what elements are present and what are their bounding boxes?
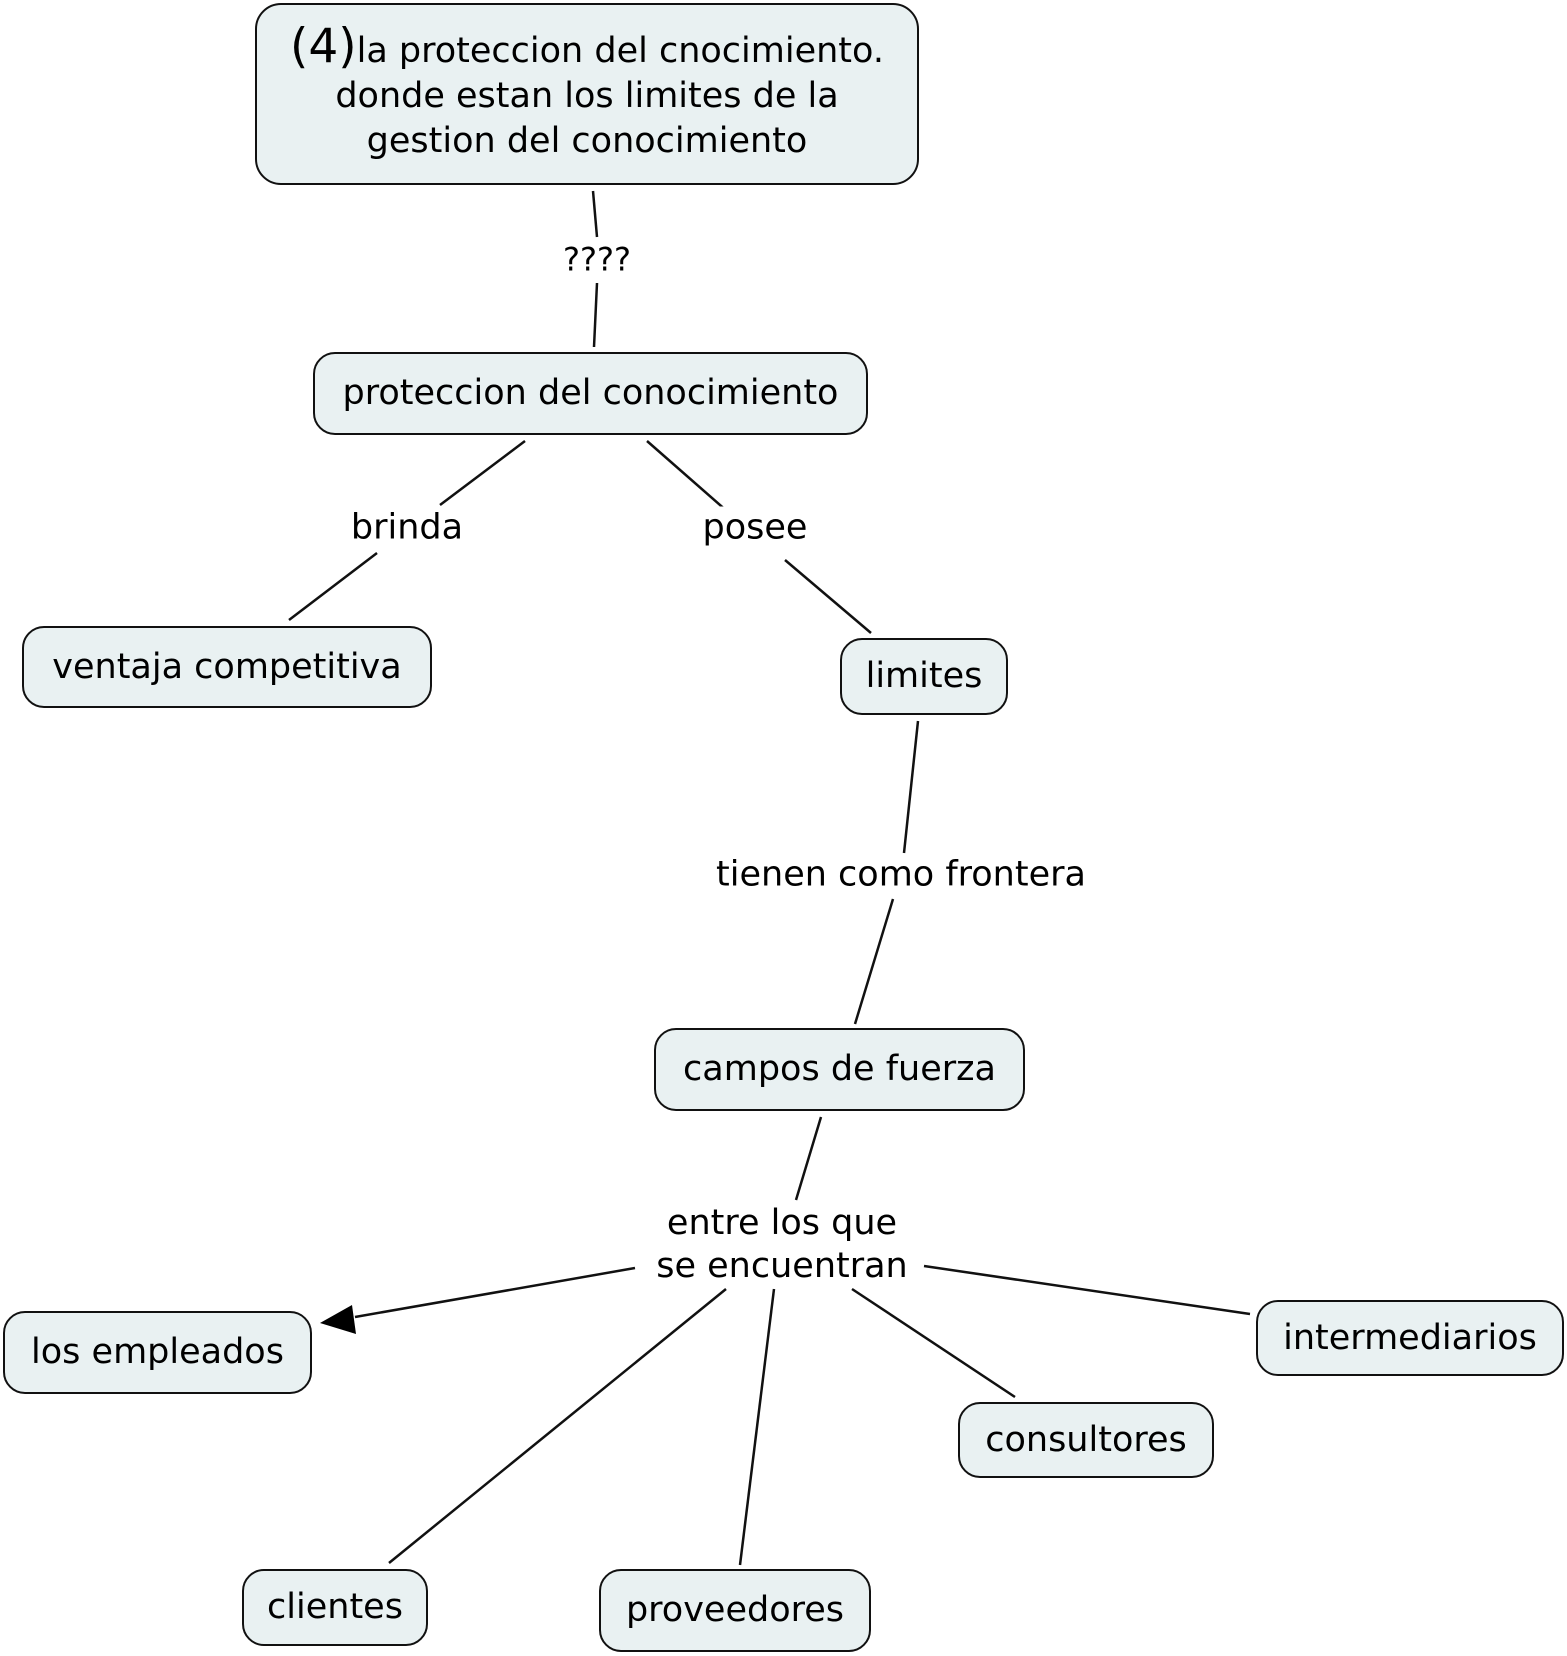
link-limites-frontera: [902, 720, 920, 854]
link-label-brinda: brinda: [344, 506, 470, 550]
link-entre-empleados: [354, 1266, 636, 1319]
link-root-q: [591, 190, 599, 238]
link-label-tienen-como-frontera: tienen como frontera: [710, 853, 1092, 897]
arrowhead-icon: [320, 1305, 356, 1334]
link-campos-entre: [794, 1116, 823, 1201]
node-ventaja-competitiva[interactable]: ventaja competitiva: [22, 626, 432, 708]
link-label-entre-line1: entre los que: [666, 1203, 898, 1243]
link-proteccion-posee: [646, 440, 729, 513]
node-los-empleados[interactable]: los empleados: [3, 1311, 312, 1394]
node-campos-de-fuerza[interactable]: campos de fuerza: [654, 1028, 1025, 1111]
node-clientes[interactable]: clientes: [242, 1569, 428, 1646]
root-topic-node[interactable]: (4)la proteccion del cnocimiento. donde …: [255, 3, 919, 185]
node-consultores[interactable]: consultores: [958, 1402, 1214, 1478]
node-proveedores[interactable]: proveedores: [599, 1569, 871, 1652]
link-brinda-ventaja: [288, 552, 378, 621]
link-entre-consultores: [851, 1287, 1016, 1399]
root-topic-line3: gestion del conocimiento: [366, 121, 808, 161]
root-topic-prefix: (4): [290, 19, 357, 74]
link-label-posee: posee: [696, 506, 814, 550]
link-frontera-campos: [853, 898, 895, 1025]
link-label-question: ????: [557, 238, 637, 282]
link-proteccion-brinda: [439, 440, 526, 506]
link-label-entre-line2: se encuentran: [656, 1246, 908, 1286]
node-proteccion-del-conocimiento[interactable]: proteccion del conocimiento: [313, 352, 868, 435]
node-limites[interactable]: limites: [840, 638, 1008, 715]
node-intermediarios[interactable]: intermediarios: [1256, 1300, 1564, 1376]
root-topic-line2: donde estan los limites de la: [335, 76, 839, 116]
link-entre-clientes: [388, 1288, 727, 1564]
link-q-proteccion: [592, 282, 599, 348]
link-label-entre-los-que: entre los que se encuentran: [650, 1202, 914, 1288]
link-posee-limites: [784, 559, 872, 634]
link-entre-proveedores: [738, 1288, 776, 1566]
root-topic-line1: (4)la proteccion del cnocimiento.: [290, 19, 884, 74]
link-entre-intermediarios: [923, 1264, 1251, 1316]
